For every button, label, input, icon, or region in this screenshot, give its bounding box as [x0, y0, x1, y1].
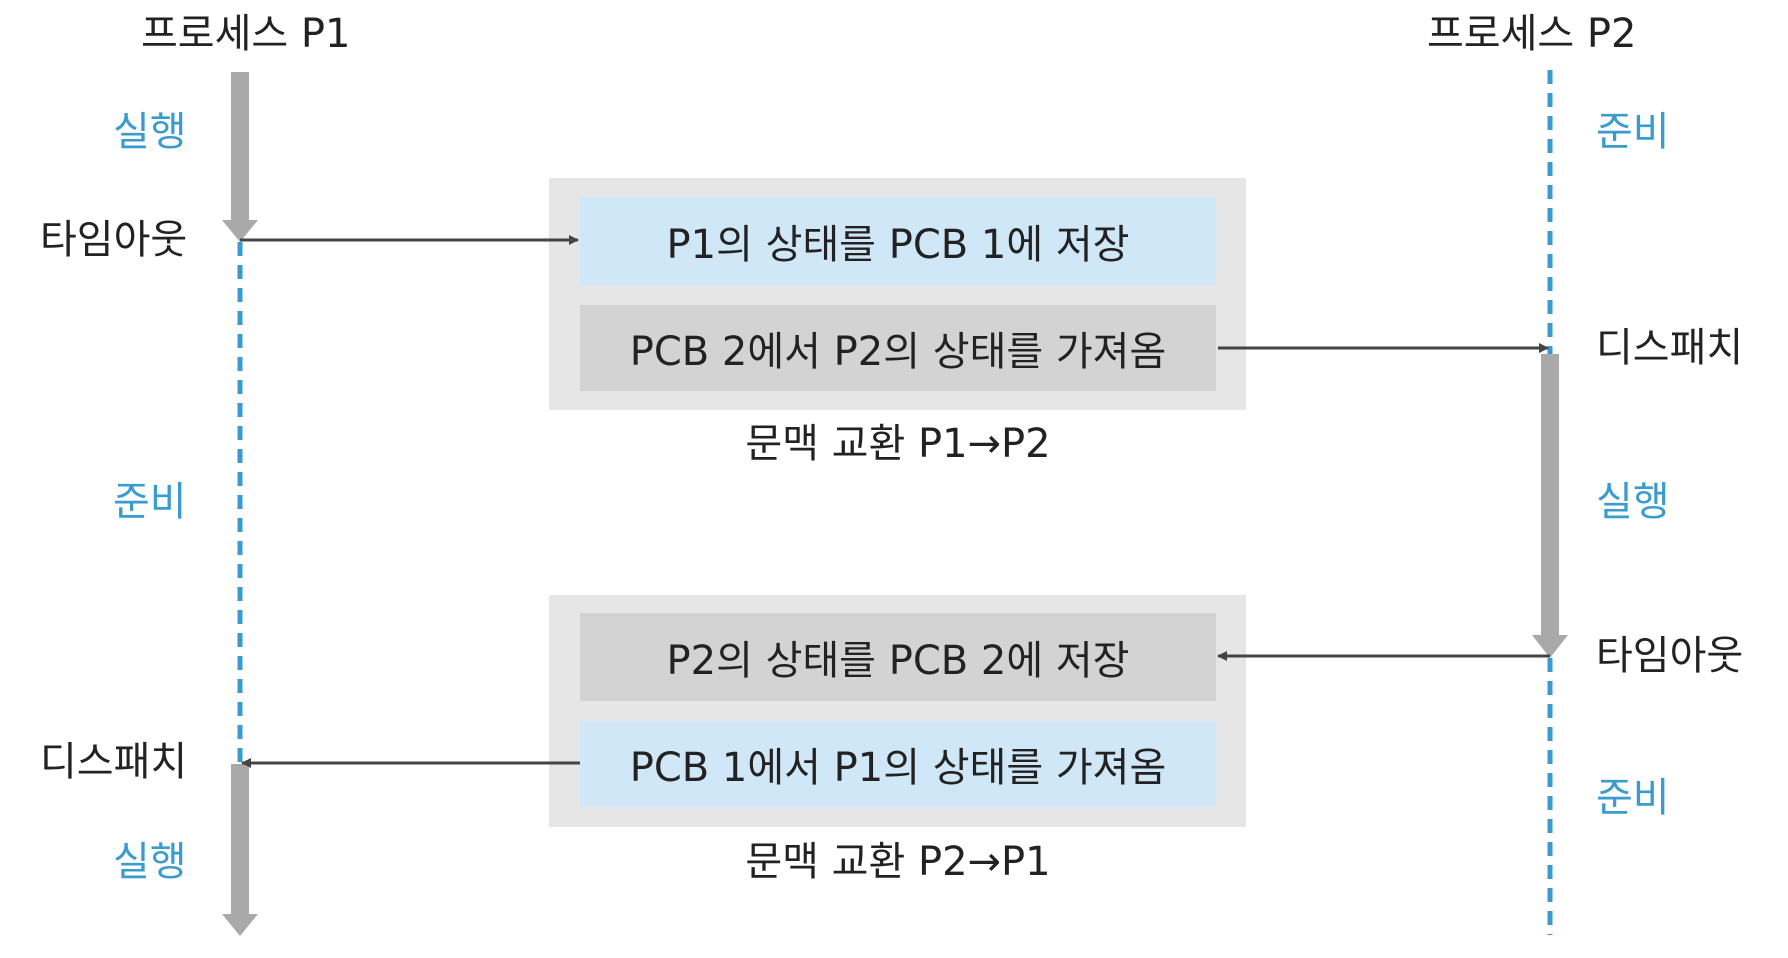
p1-running-bar-1: [231, 72, 249, 220]
load-state-box-2: [580, 721, 1216, 807]
save-p2-state-text: P2의 상태를 PCB 2에 저장: [666, 638, 1130, 684]
p1-ready-label: 준비: [113, 479, 187, 525]
context-switch-caption-2: 문맥 교환 P2→P1: [745, 839, 1051, 885]
p2-running-bar: [1541, 354, 1559, 635]
p2-run-label: 실행: [1596, 479, 1670, 525]
p1-running-arrowhead-2: [222, 914, 258, 936]
process-p2-title: 프로세스 P2: [1427, 11, 1637, 57]
p2-running-arrowhead: [1532, 635, 1568, 658]
context-switch-caption-1: 문맥 교환 P1→P2: [745, 421, 1051, 467]
save-state-box-2: [580, 613, 1216, 701]
p1-run-label-2: 실행: [113, 839, 187, 885]
p1-running-bar-2: [231, 764, 249, 916]
p2-dispatch-label: 디스패치: [1596, 325, 1744, 371]
p2-ready-label-1: 준비: [1596, 109, 1670, 155]
load-p2-state-text: PCB 2에서 P2의 상태를 가져옴: [629, 329, 1167, 375]
process-p1-title: 프로세스 P1: [141, 11, 351, 57]
load-state-box-1: [580, 305, 1216, 391]
p2-ready-label-2: 준비: [1596, 775, 1670, 821]
save-state-box-1: [580, 197, 1216, 285]
save-p1-state-text: P1의 상태를 PCB 1에 저장: [666, 222, 1130, 268]
load-p1-state-text: PCB 1에서 P1의 상태를 가져옴: [629, 745, 1167, 791]
p1-running-arrowhead-1: [222, 220, 258, 242]
p1-timeout-label: 타임아웃: [40, 217, 188, 263]
p1-run-label-1: 실행: [113, 109, 187, 155]
p1-dispatch-label: 디스패치: [40, 739, 188, 785]
p2-timeout-label: 타임아웃: [1596, 633, 1744, 679]
